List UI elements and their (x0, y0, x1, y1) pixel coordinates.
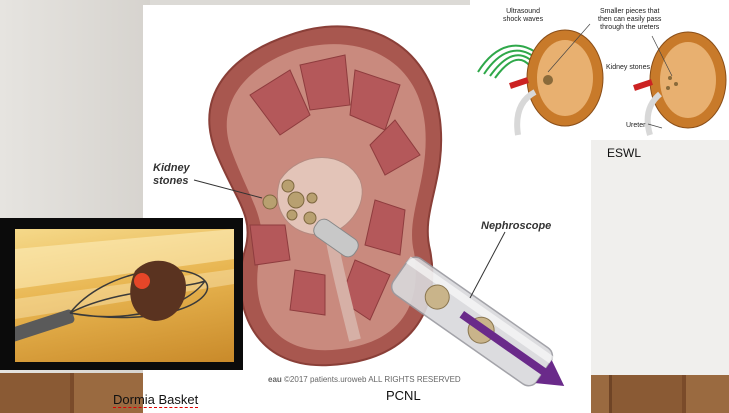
eswl-title: ESWL (607, 146, 641, 160)
kidney-stone (287, 210, 297, 220)
eswl-ultrasound-label: Ultrasound shock waves (503, 8, 543, 24)
nephroscope-label: Nephroscope (481, 220, 551, 232)
eswl-smaller-pieces-label: Smaller pieces that then can easily pass… (598, 8, 661, 32)
captured-stone (130, 261, 186, 321)
kidney-stone (288, 192, 304, 208)
kidney-stones-label: Kidney stones (153, 162, 190, 188)
dormia-basket-photo (15, 229, 234, 362)
extraction-arrow (454, 303, 572, 398)
kidney-stone (307, 193, 317, 203)
laser-spot (134, 273, 150, 289)
copyright-line: eau ©2017 patients.uroweb ALL RIGHTS RES… (268, 375, 461, 384)
pcnl-title: PCNL (386, 388, 421, 403)
nephroscope-pointer (470, 232, 505, 298)
renal-pyramid (250, 225, 290, 265)
eswl-kidney-stones-label: Kidney stones (606, 64, 650, 72)
eau-logo: eau (268, 375, 282, 384)
kidney-stone (282, 180, 294, 192)
dormia-basket-label: Dormia Basket (113, 392, 198, 408)
eswl-diagram (478, 24, 726, 135)
eswl-stone (543, 75, 553, 85)
kidney-stone (263, 195, 277, 209)
copyright-text: ©2017 patients.uroweb ALL RIGHTS RESERVE… (284, 375, 461, 384)
eswl-ureter-label: Ureter (626, 122, 645, 130)
kidney-stone (304, 212, 316, 224)
renal-pyramid (290, 270, 325, 315)
